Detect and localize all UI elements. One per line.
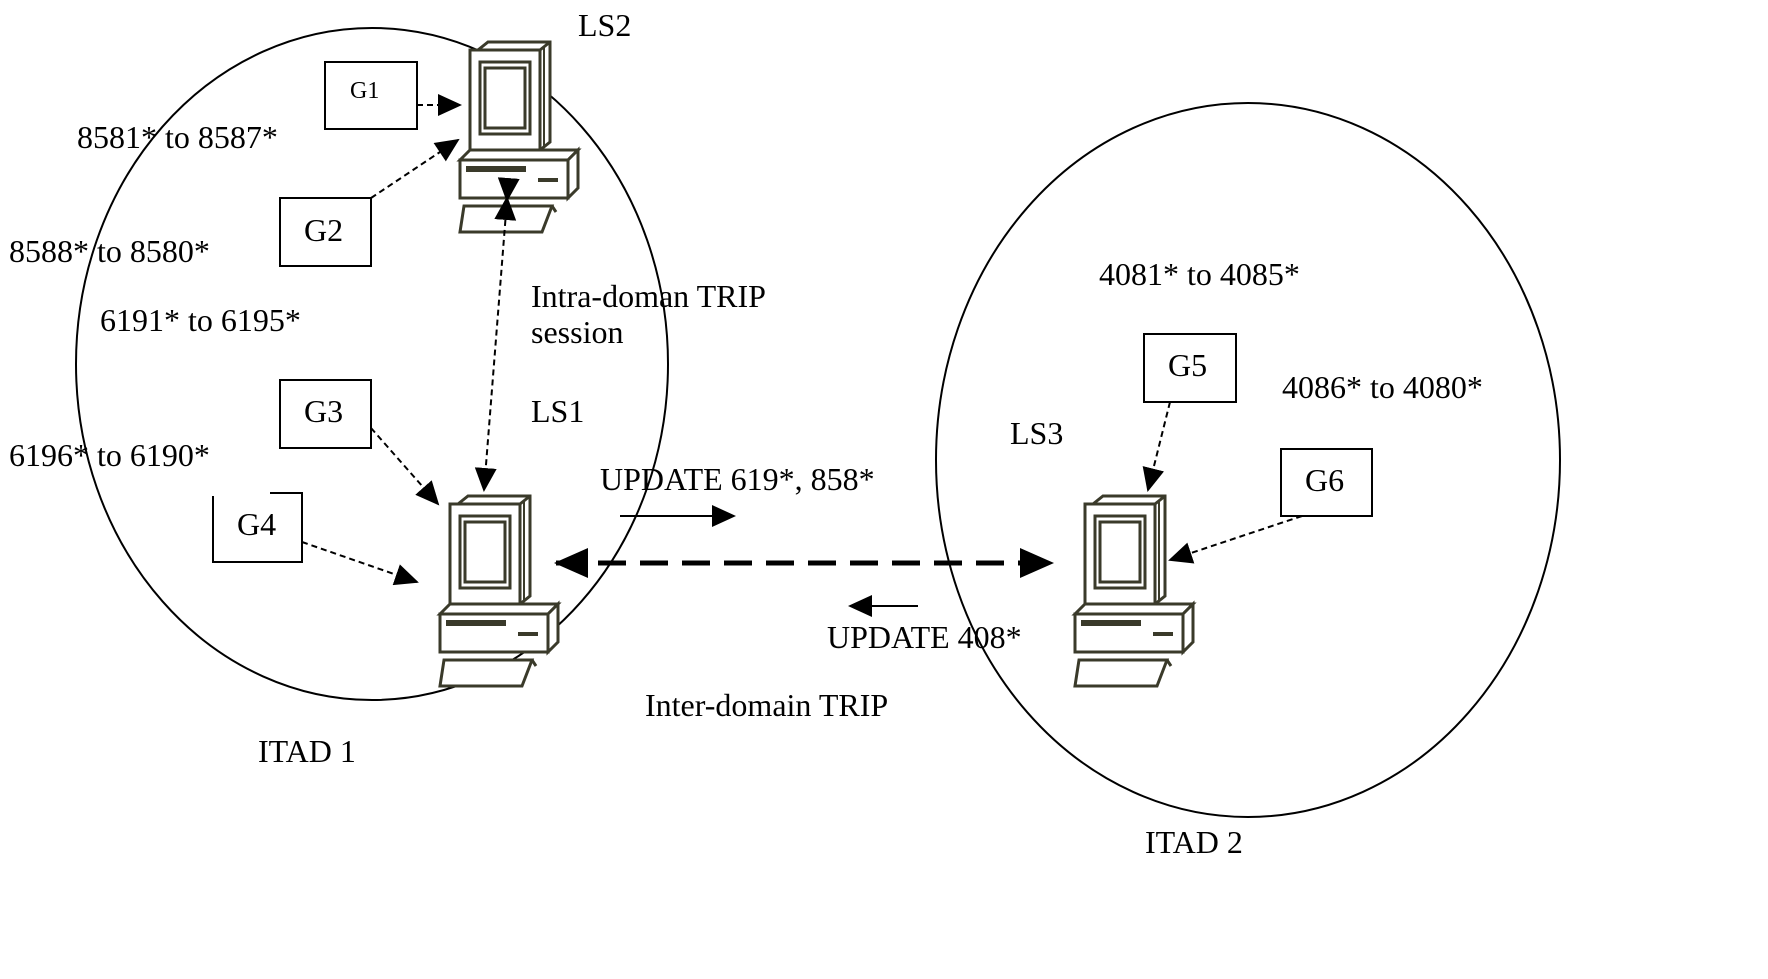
- range-label: 6191* to 6195*: [100, 302, 301, 338]
- g6-label: G6: [1305, 462, 1344, 498]
- g2-to-ls2-arrow: [370, 138, 460, 199]
- intra-session-label-line1: Intra-doman TRIP: [531, 278, 766, 314]
- g6-box: [1280, 448, 1373, 517]
- itad2-label: ITAD 2: [1145, 824, 1243, 860]
- g3-box: [279, 379, 372, 449]
- g1-box: [324, 61, 418, 130]
- ls2-label: LS2: [578, 7, 631, 43]
- g5-label: G5: [1168, 347, 1207, 383]
- range-label: 4081* to 4085*: [1099, 256, 1300, 292]
- g3-to-ls1-arrow: [370, 427, 440, 506]
- range-label: 8588* to 8580*: [9, 233, 210, 269]
- itad2-domain-boundary: [935, 102, 1561, 818]
- itad1-domain-boundary: [75, 27, 669, 701]
- g3-label: G3: [304, 393, 343, 429]
- g4-label: G4: [237, 506, 276, 542]
- range-label: 6196* to 6190*: [9, 437, 210, 473]
- intra-domain-session-link: [474, 177, 520, 492]
- ls1-computer-icon: [438, 494, 560, 688]
- g2-box: [279, 197, 372, 267]
- range-label: 4086* to 4080*: [1282, 369, 1483, 405]
- g1-label: G1: [350, 78, 379, 104]
- ls2-computer-icon: [458, 40, 580, 234]
- ls1-label: LS1: [531, 393, 584, 429]
- update-out-label: UPDATE 619*, 858*: [600, 461, 875, 497]
- ls3-label: LS3: [1010, 415, 1063, 451]
- intra-session-label-line2: session: [531, 314, 623, 350]
- range-label: 8581* to 8587*: [77, 119, 278, 155]
- itad1-label: ITAD 1: [258, 733, 356, 769]
- g5-to-ls3-arrow: [1142, 401, 1171, 492]
- g5-box: [1143, 333, 1237, 403]
- inter-session-label: Inter-domain TRIP: [645, 687, 888, 723]
- ls3-computer-icon: [1073, 494, 1195, 688]
- g4-box: [212, 492, 303, 563]
- g6-to-ls3-arrow: [1168, 515, 1303, 564]
- g4-to-ls1-arrow: [301, 541, 419, 586]
- g2-label: G2: [304, 212, 343, 248]
- update-in-label: UPDATE 408*: [827, 619, 1022, 655]
